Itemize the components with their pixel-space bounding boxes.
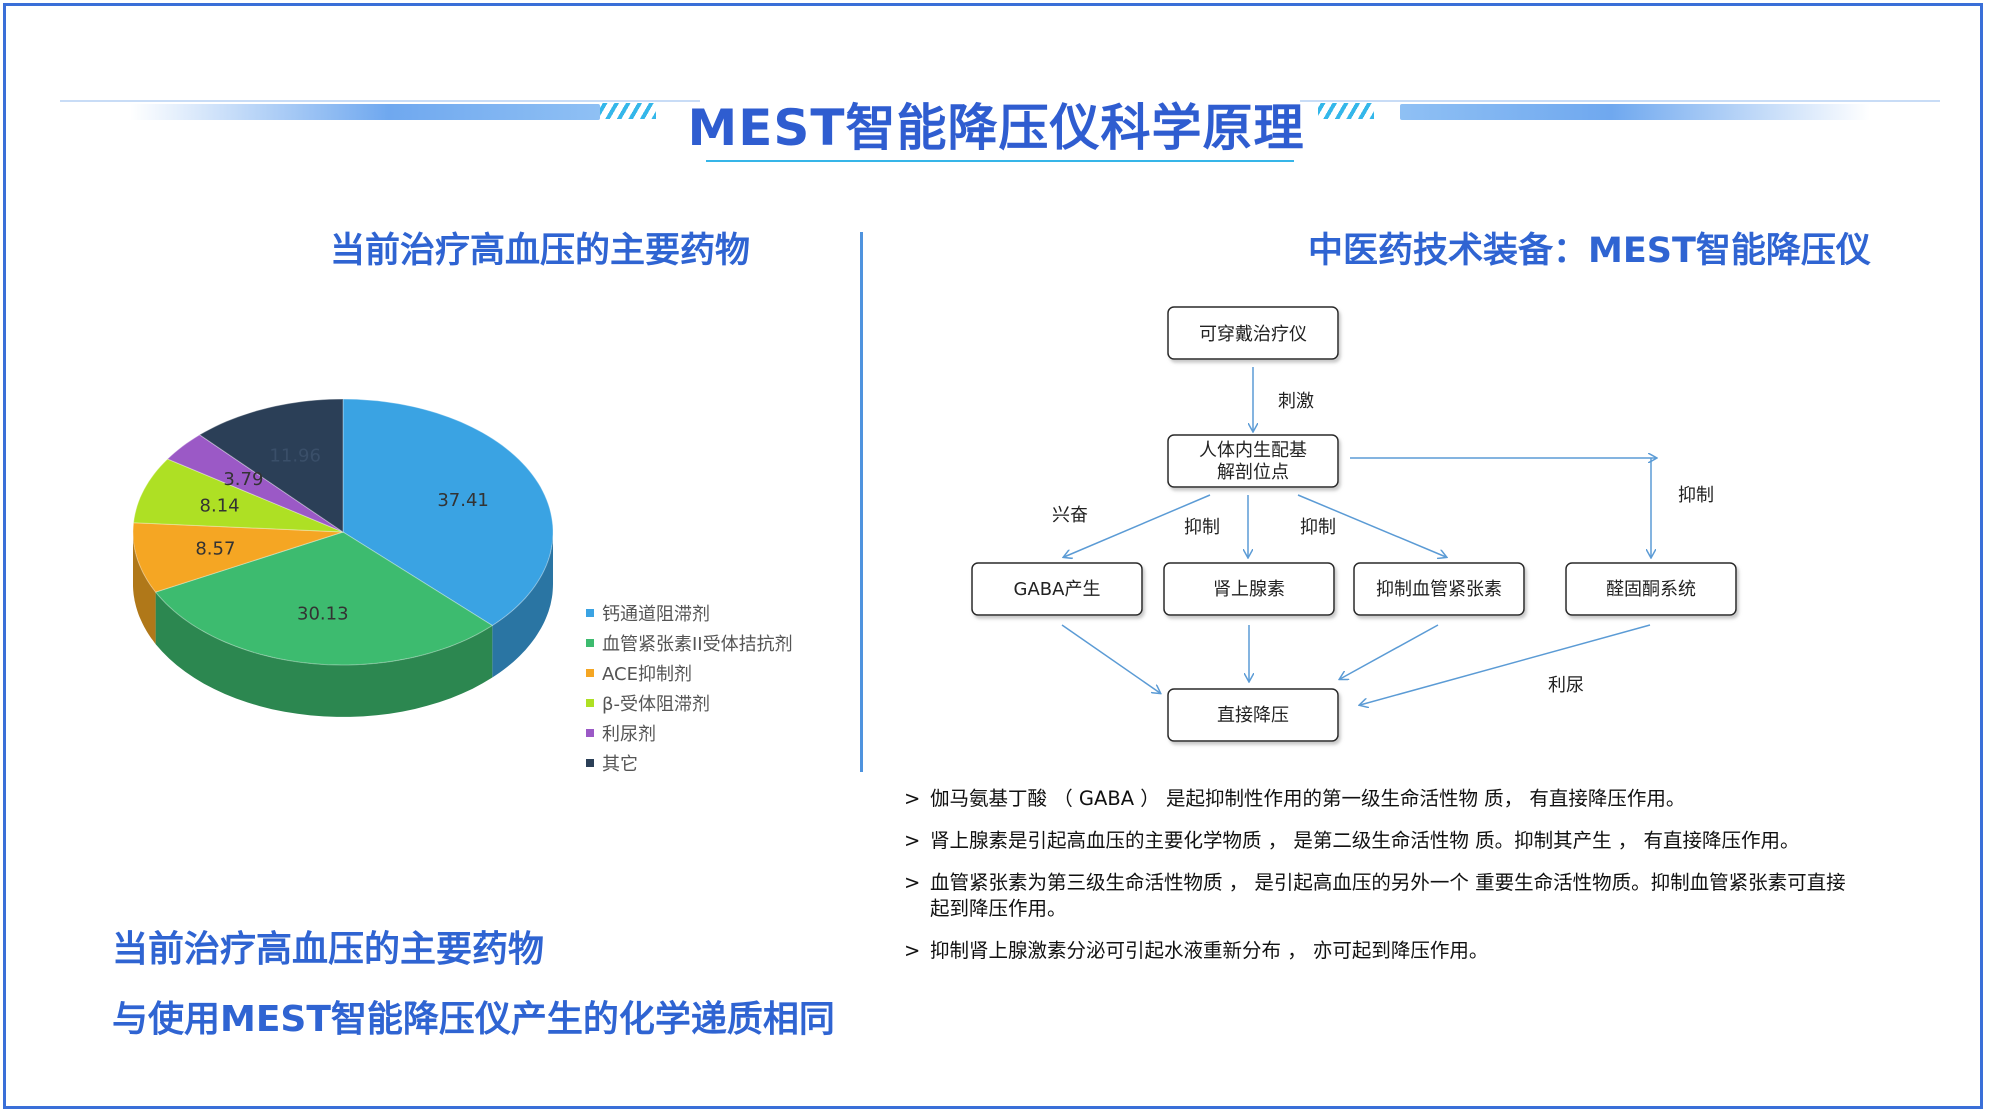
edge-label-inhibit-1: 抑制: [1184, 517, 1220, 538]
bullet-text: 血管紧张素为第三级生命活性物质 ， 是引起高血压的另外一个 重要生命活性物质。抑…: [930, 871, 1846, 920]
pie-slice-1: [154, 531, 494, 666]
legend-label-5: 其它: [602, 754, 638, 775]
edge-label-stimulate: 刺激: [1278, 391, 1314, 412]
bullet-text: 肾上腺素是引起高血压的主要化学物质 ， 是第二级生命活性物 质。抑制其产生 ， …: [930, 829, 1800, 852]
legend-swatch-5: [586, 759, 594, 767]
pie-side-0: [492, 532, 553, 678]
bullet-marker: >: [904, 871, 921, 894]
chart-legend: 钙通道阻滞剂血管紧张素II受体拮抗剂 ACE抑制剂 β-受体阻滞剂利尿剂其它: [586, 598, 793, 778]
pie-data-label-4: 3.79: [223, 469, 263, 490]
bullet-marker: >: [904, 829, 921, 852]
node-acupoint-label-2: 解剖位点: [1217, 462, 1289, 483]
bullet-marker: >: [904, 939, 921, 962]
node-acupoint-label-1: 人体内生配基: [1199, 440, 1307, 461]
header-line-left: [60, 100, 700, 102]
arrow-angiotensin-direct: [1340, 624, 1439, 679]
node-aldosterone: 醛固酮系统: [1565, 562, 1737, 616]
header-bar-left: [130, 104, 600, 120]
arrow-excite-gaba: [1064, 494, 1211, 557]
node-wearable: 可穿戴治疗仪: [1167, 306, 1339, 360]
edge-label-diuresis: 利尿: [1548, 675, 1584, 696]
arrow-gaba-direct: [1061, 624, 1160, 693]
right-section-title: 中医药技术装备：MEST智能降压仪: [1308, 231, 1871, 271]
bullet-item: > 抑制肾上腺激素分泌可引起水液重新分布 ， 亦可起到降压作用。: [904, 938, 1864, 964]
legend-label-0: 钙通道阻滞剂: [602, 604, 710, 625]
edge-label-excite: 兴奋: [1052, 505, 1088, 526]
flowchart: 可穿戴治疗仪 人体内生配基 解剖位点 GABA产生 肾上腺素 抑制血管紧张素 醛…: [971, 306, 1737, 742]
node-adrenaline: 肾上腺素: [1163, 562, 1335, 616]
legend-label-4: 利尿剂: [602, 724, 656, 745]
header-stripes-right: [1318, 103, 1374, 119]
legend-item-4: 利尿剂: [586, 718, 793, 748]
legend-swatch-3: [586, 699, 594, 707]
pie-data-label-5: 11.96: [269, 445, 321, 466]
legend-swatch-2: [586, 669, 594, 677]
legend-swatch-1: [586, 639, 594, 647]
pie-slice-4: [166, 434, 344, 533]
legend-item-2: ACE抑制剂: [586, 658, 793, 688]
pie-data-label-2: 8.57: [195, 538, 235, 559]
legend-label-2: ACE抑制剂: [602, 664, 692, 685]
arrow-diuresis-direct: [1360, 624, 1651, 705]
legend-label-3: β-受体阻滞剂: [602, 694, 710, 715]
bullet-text: 抑制肾上腺激素分泌可引起水液重新分布 ， 亦可起到降压作用。: [930, 939, 1489, 962]
node-acupoint: 人体内生配基 解剖位点: [1167, 434, 1339, 488]
legend-item-5: 其它: [586, 748, 793, 778]
pie-data-label-0: 37.41: [437, 490, 489, 511]
header-bar-right: [1400, 104, 1870, 120]
bullet-item: > 伽马氨基丁酸 （ GABA ） 是起抑制性作用的第一级生命活性物 质， 有直接…: [904, 786, 1864, 812]
conclusion-line-1: 当前治疗高血压的主要药物: [112, 929, 545, 970]
legend-item-0: 钙通道阻滞剂: [586, 598, 793, 628]
pie-slice-0: [342, 398, 554, 627]
pie-slice-5: [198, 398, 344, 533]
legend-item-1: 血管紧张素II受体拮抗剂: [586, 628, 793, 658]
node-direct: 直接降压: [1167, 688, 1339, 742]
legend-label-1: 血管紧张素II受体拮抗剂: [602, 634, 793, 655]
node-wearable-label: 可穿戴治疗仪: [1199, 324, 1307, 345]
node-inhibit-angiotensin: 抑制血管紧张素: [1353, 562, 1525, 616]
legend-swatch-4: [586, 729, 594, 737]
page-title: MEST智能降压仪科学原理: [687, 99, 1305, 157]
header-line-right: [1300, 100, 1940, 102]
pie-side-2: [133, 532, 156, 645]
edge-label-inhibit-3: 抑制: [1678, 485, 1714, 506]
pie-slice-2: [132, 522, 344, 593]
pie-side-1: [155, 592, 493, 717]
arrow-inhibit-angiotensin: [1297, 494, 1446, 557]
title-underline: [706, 150, 1294, 162]
pie-data-label-3: 8.14: [200, 496, 240, 517]
vertical-divider: [860, 232, 863, 772]
node-aldosterone-label: 醛固酮系统: [1606, 579, 1696, 600]
legend-item-3: β-受体阻滞剂: [586, 688, 793, 718]
node-direct-label: 直接降压: [1217, 705, 1289, 726]
node-gaba: GABA产生: [971, 562, 1143, 616]
flow-arrows: [1061, 367, 1656, 705]
node-gaba-label: GABA产生: [1014, 579, 1101, 600]
bullet-item: > 血管紧张素为第三级生命活性物质 ， 是引起高血压的另外一个 重要生命活性物质。…: [904, 870, 1864, 922]
left-section-title: 当前治疗高血压的主要药物: [330, 231, 751, 271]
node-adrenaline-label: 肾上腺素: [1213, 579, 1285, 600]
edge-label-inhibit-2: 抑制: [1300, 517, 1336, 538]
header-stripes-left: [600, 103, 656, 119]
pie-chart: 37.41 30.13 8.57 8.14 3.79 11.96: [132, 398, 554, 717]
bullet-marker: >: [904, 787, 921, 810]
bullet-item: > 肾上腺素是引起高血压的主要化学物质 ， 是第二级生命活性物 质。抑制其产生 ，…: [904, 828, 1864, 854]
explanation-list: > 伽马氨基丁酸 （ GABA ） 是起抑制性作用的第一级生命活性物 质， 有直接…: [904, 786, 1864, 980]
pie-data-label-1: 30.13: [297, 604, 349, 625]
conclusion-line-2: 与使用MEST智能降压仪产生的化学递质相同: [112, 999, 835, 1040]
node-inhibit-angiotensin-label: 抑制血管紧张素: [1376, 579, 1502, 600]
pie-slice-3: [132, 458, 344, 533]
bullet-text: 伽马氨基丁酸 （ GABA ） 是起抑制性作用的第一级生命活性物 质， 有直接降…: [930, 787, 1686, 810]
legend-swatch-0: [586, 609, 594, 617]
